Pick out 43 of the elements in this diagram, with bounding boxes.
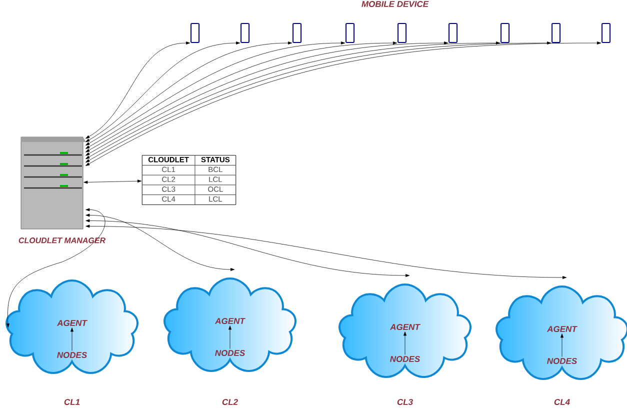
phone-icon	[602, 23, 610, 43]
cloud-shape	[338, 284, 472, 378]
cloud-caption: CL1	[64, 399, 80, 405]
node-label: NODES	[547, 358, 578, 364]
node-label: AGENT	[546, 326, 578, 332]
arrow	[86, 219, 410, 277]
cloud-caption: CL3	[397, 399, 413, 405]
cloud-shape	[164, 278, 296, 372]
arrow	[86, 42, 448, 156]
arrow	[86, 224, 567, 279]
cloud-caption: CL2	[222, 399, 238, 405]
phone-icon	[398, 23, 406, 43]
arrow	[86, 42, 190, 139]
cloud-caption: CL4	[554, 399, 570, 405]
phone-icon	[448, 23, 458, 43]
cloud-shape	[496, 286, 627, 380]
arrow	[560, 334, 564, 357]
arrow	[6, 208, 106, 328]
heading: MOBILE DEVICE	[362, 1, 429, 7]
arrow	[86, 42, 292, 146]
node-label: AGENT	[390, 324, 420, 330]
phone-icon	[552, 23, 560, 43]
node-label: NODES	[57, 352, 88, 358]
arrow	[86, 42, 240, 142]
node-label: NODES	[390, 356, 420, 362]
caption-text: CLOUDLET MANAGER	[18, 238, 106, 244]
arrow	[84, 180, 142, 184]
cloud-shape	[6, 280, 138, 374]
arrow	[86, 42, 346, 149]
phone-icon	[500, 23, 510, 43]
arrow	[228, 326, 232, 349]
arrow	[86, 214, 235, 271]
node-label: AGENT	[214, 318, 246, 324]
server-drawing	[20, 136, 86, 230]
phone-icon	[292, 23, 302, 43]
phone-icon	[346, 23, 354, 43]
phone-icon	[240, 23, 250, 43]
node-label: AGENT	[56, 320, 88, 326]
arrow	[70, 328, 74, 351]
phone-icon	[190, 23, 200, 43]
arrow	[404, 332, 406, 355]
node-label: NODES	[215, 350, 246, 356]
arrow	[86, 42, 398, 152]
